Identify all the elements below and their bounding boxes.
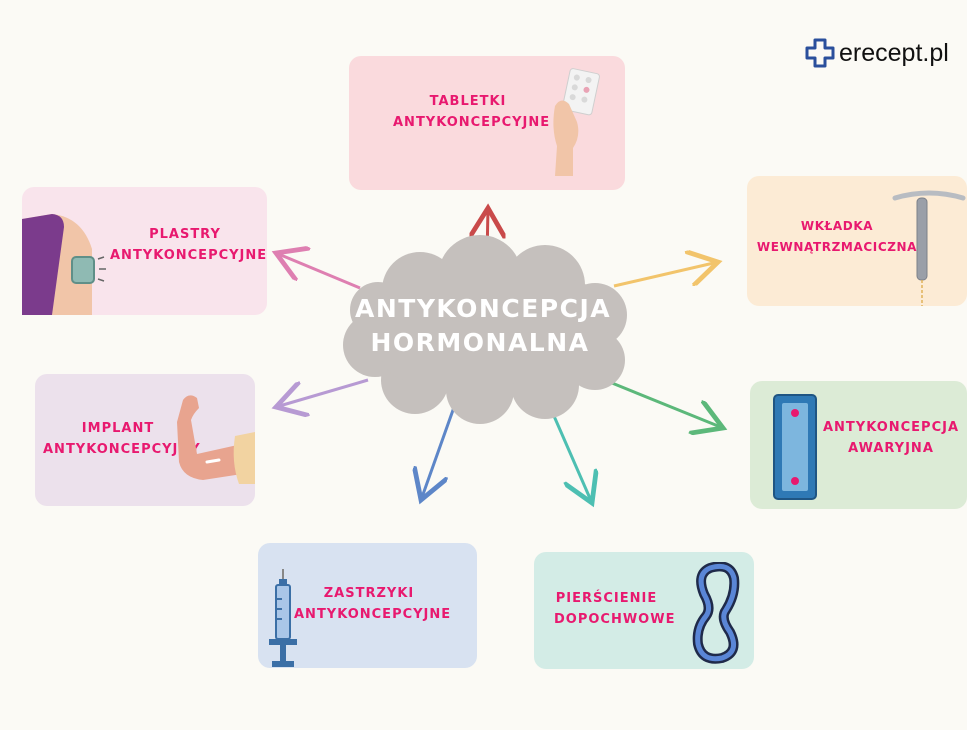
syringe-icon: [269, 569, 297, 667]
card-plastry: PLASTRY ANTYKONCEPCYJNE: [22, 187, 267, 315]
card-zastrzyki: ZASTRZYKI ANTYKONCEPCYJNE: [258, 543, 477, 668]
card-awaryjna-label: ANTYKONCEPCJA AWARYJNA: [822, 420, 960, 456]
center-title-line1: ANTYKONCEPCJA: [355, 294, 612, 323]
arrow-to-wkladka: [613, 262, 718, 288]
card-implant: IMPLANT ANTYKONCEPCYJNY: [35, 374, 255, 506]
card-tabletki-label: TABLETKI ANTYKONCEPCYJNE: [393, 94, 551, 130]
card-wkladka-label: WKŁADKA WEWNĄTRZMACICZNA: [756, 219, 918, 254]
brand-name: erecept.pl: [839, 38, 949, 67]
card-plastry-label: PLASTRY ANTYKONCEPCYJNE: [110, 227, 268, 263]
card-tabletki: TABLETKI ANTYKONCEPCYJNE: [349, 56, 625, 190]
patch-arm-icon: [22, 214, 106, 315]
center-title-line2: HORMONALNA: [370, 328, 590, 357]
card-implant-label: IMPLANT ANTYKONCEPCYJNY: [43, 421, 201, 457]
arm-implant-icon: [177, 395, 255, 484]
card-wkladka: WKŁADKA WEWNĄTRZMACICZNA: [747, 176, 967, 306]
center-cloud: [343, 235, 627, 424]
emergency-pill-pack-icon: [773, 394, 817, 500]
arrow-to-awaryjna: [611, 381, 723, 428]
arrow-to-plastry: [276, 253, 361, 290]
pill-pack-hand-icon: [553, 68, 600, 176]
medical-cross-icon: [805, 38, 835, 68]
card-pierscienie: PIERŚCIENIE DOPOCHWOWE: [534, 552, 754, 669]
center-title: ANTYKONCEPCJA HORMONALNA: [355, 292, 612, 360]
arrow-to-implant: [276, 378, 369, 407]
arrow-to-zastrzyki: [421, 395, 460, 500]
vaginal-ring-icon: [692, 562, 740, 664]
brand-logo: erecept.pl: [805, 38, 949, 68]
card-zastrzyki-label: ZASTRZYKI ANTYKONCEPCYJNE: [294, 586, 452, 622]
card-awaryjna: ANTYKONCEPCJA AWARYJNA: [750, 381, 967, 509]
card-pierscienie-label: PIERŚCIENIE DOPOCHWOWE: [554, 591, 676, 627]
iud-icon: [892, 190, 966, 306]
